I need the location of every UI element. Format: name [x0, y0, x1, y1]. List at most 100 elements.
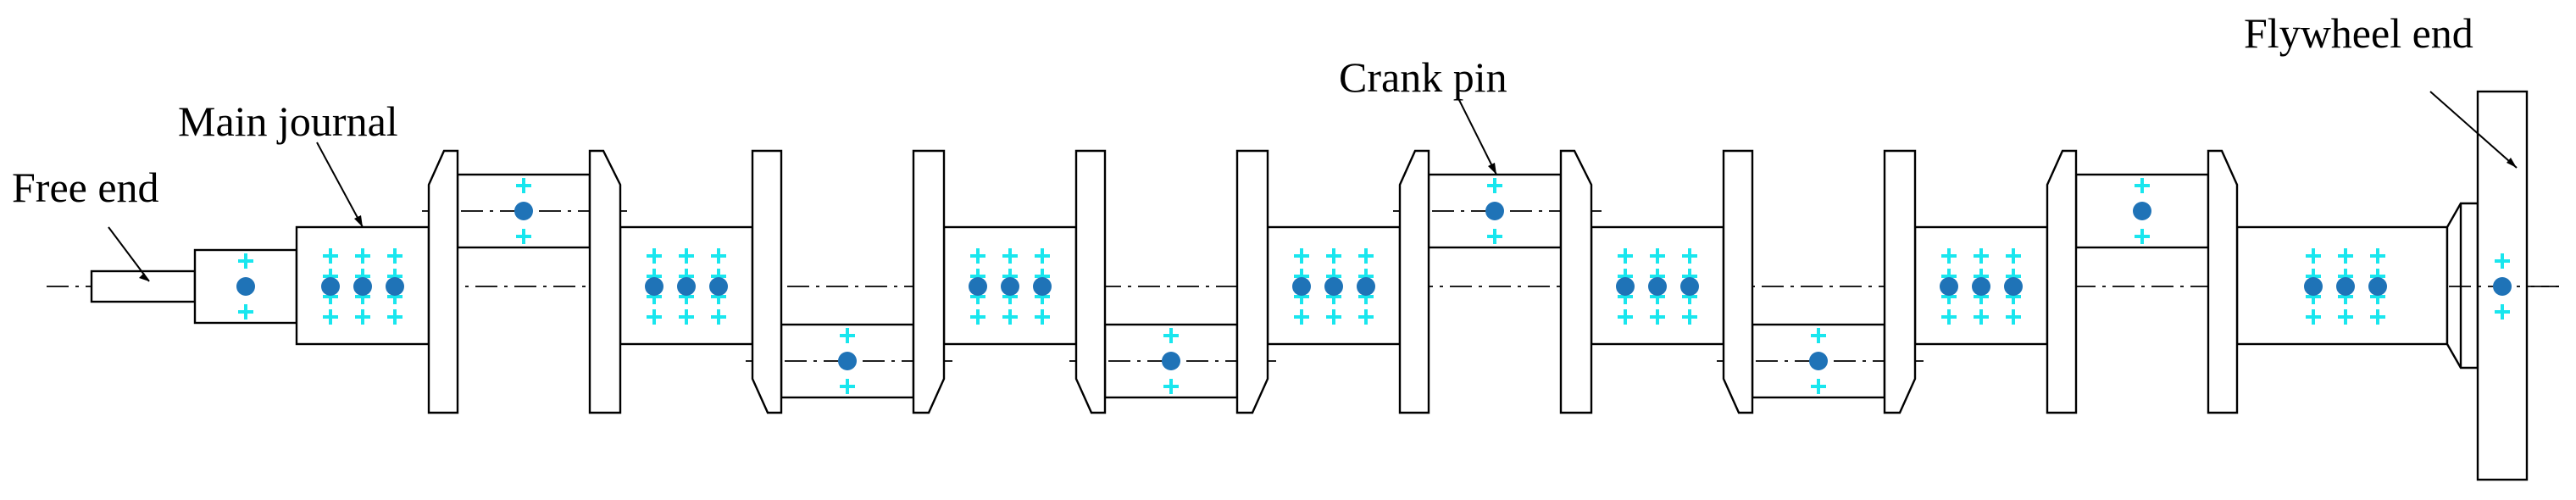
arrow-main-journal	[354, 215, 363, 227]
crank-web-3b	[1235, 149, 1269, 414]
cross-marker	[1358, 309, 1374, 325]
cross-marker	[1974, 248, 1989, 264]
cross-marker	[1002, 309, 1018, 325]
cross-marker	[1358, 248, 1374, 264]
flywheel-flange	[2446, 202, 2479, 369]
node-dot	[353, 277, 372, 296]
node-dot	[1001, 277, 1019, 296]
node-dot	[1972, 277, 1990, 296]
node-dot	[1292, 277, 1311, 296]
cross-marker	[1682, 309, 1697, 325]
crank-web-4b	[1559, 149, 1593, 414]
cross-marker	[840, 328, 855, 343]
cross-marker	[2306, 248, 2321, 264]
cross-marker-group	[238, 178, 2510, 394]
node-dot	[1485, 202, 1504, 220]
node-dot	[838, 352, 857, 370]
cross-marker	[1941, 248, 1957, 264]
cross-marker	[1487, 178, 1502, 193]
cross-marker	[970, 248, 985, 264]
cross-marker	[647, 248, 662, 264]
free-end-label: Free end	[12, 164, 159, 211]
node-dot	[1940, 277, 1958, 296]
cross-marker	[1326, 309, 1341, 325]
crank-web-5b	[1883, 149, 1917, 414]
main-journal-label: Main journal	[178, 97, 398, 145]
cross-marker	[387, 309, 402, 325]
cross-marker	[711, 248, 726, 264]
flywheel-end-label: Flywheel end	[2244, 9, 2473, 57]
node-dot	[1680, 277, 1699, 296]
cross-marker	[2135, 229, 2150, 244]
arrow-flywheel-end	[2507, 158, 2517, 168]
cross-marker	[2338, 309, 2353, 325]
cross-marker	[1035, 309, 1050, 325]
node-dot	[1616, 277, 1635, 296]
cross-marker	[2006, 248, 2021, 264]
node-dot	[1357, 277, 1375, 296]
cross-marker	[1618, 309, 1633, 325]
cross-marker	[1163, 328, 1179, 343]
crank-web-4a	[1398, 149, 1430, 414]
main-journal-leader	[316, 142, 364, 228]
cross-marker	[323, 309, 338, 325]
cross-marker	[1002, 248, 1018, 264]
cross-marker	[679, 248, 694, 264]
cross-marker	[238, 304, 253, 319]
crank-web-1b	[588, 149, 622, 414]
node-dot	[677, 277, 696, 296]
cross-marker	[2495, 253, 2510, 269]
cross-marker	[355, 309, 370, 325]
cross-marker	[2135, 178, 2150, 193]
cross-marker	[387, 248, 402, 264]
cross-marker	[840, 379, 855, 394]
cross-marker	[2370, 309, 2385, 325]
cross-marker	[1294, 248, 1309, 264]
crank-web-2a	[751, 149, 783, 414]
node-dot	[709, 277, 728, 296]
cross-marker	[970, 309, 985, 325]
node-dot	[386, 277, 404, 296]
cross-marker	[2495, 304, 2510, 319]
crank-web-5a	[1722, 149, 1754, 414]
cross-marker	[238, 253, 253, 269]
cross-marker	[1618, 248, 1633, 264]
node-dot	[969, 277, 987, 296]
cross-marker	[1326, 248, 1341, 264]
cross-marker	[1650, 248, 1665, 264]
crank-web-1a	[427, 149, 459, 414]
cross-marker	[1487, 229, 1502, 244]
crank-web-7a	[2046, 149, 2078, 414]
cross-marker	[711, 309, 726, 325]
cross-marker	[1974, 309, 1989, 325]
flywheel-end-leader	[2429, 91, 2518, 169]
cross-marker	[679, 309, 694, 325]
node-dot	[236, 277, 255, 296]
cross-marker	[1811, 379, 1826, 394]
cross-marker	[647, 309, 662, 325]
cross-marker	[2338, 248, 2353, 264]
node-dot	[1162, 352, 1180, 370]
node-dot	[2493, 277, 2512, 296]
crank-web-2b	[912, 149, 946, 414]
arrow-free-end	[139, 273, 149, 281]
node-dot	[2133, 202, 2151, 220]
node-dot	[2004, 277, 2023, 296]
cross-marker	[355, 248, 370, 264]
cross-marker	[516, 229, 531, 244]
cross-marker	[1941, 309, 1957, 325]
cross-marker	[1650, 309, 1665, 325]
cross-marker	[2006, 309, 2021, 325]
cross-marker	[516, 178, 531, 193]
node-dot	[1809, 352, 1828, 370]
node-dot	[1324, 277, 1343, 296]
cross-marker	[1294, 309, 1309, 325]
crank-web-7b	[2207, 149, 2239, 414]
cross-marker	[2370, 248, 2385, 264]
cross-marker	[1163, 379, 1179, 394]
cross-marker	[1811, 328, 1826, 343]
crank-pin-label: Crank pin	[1339, 53, 1507, 101]
node-dot	[514, 202, 533, 220]
free-end-leader	[108, 226, 150, 282]
